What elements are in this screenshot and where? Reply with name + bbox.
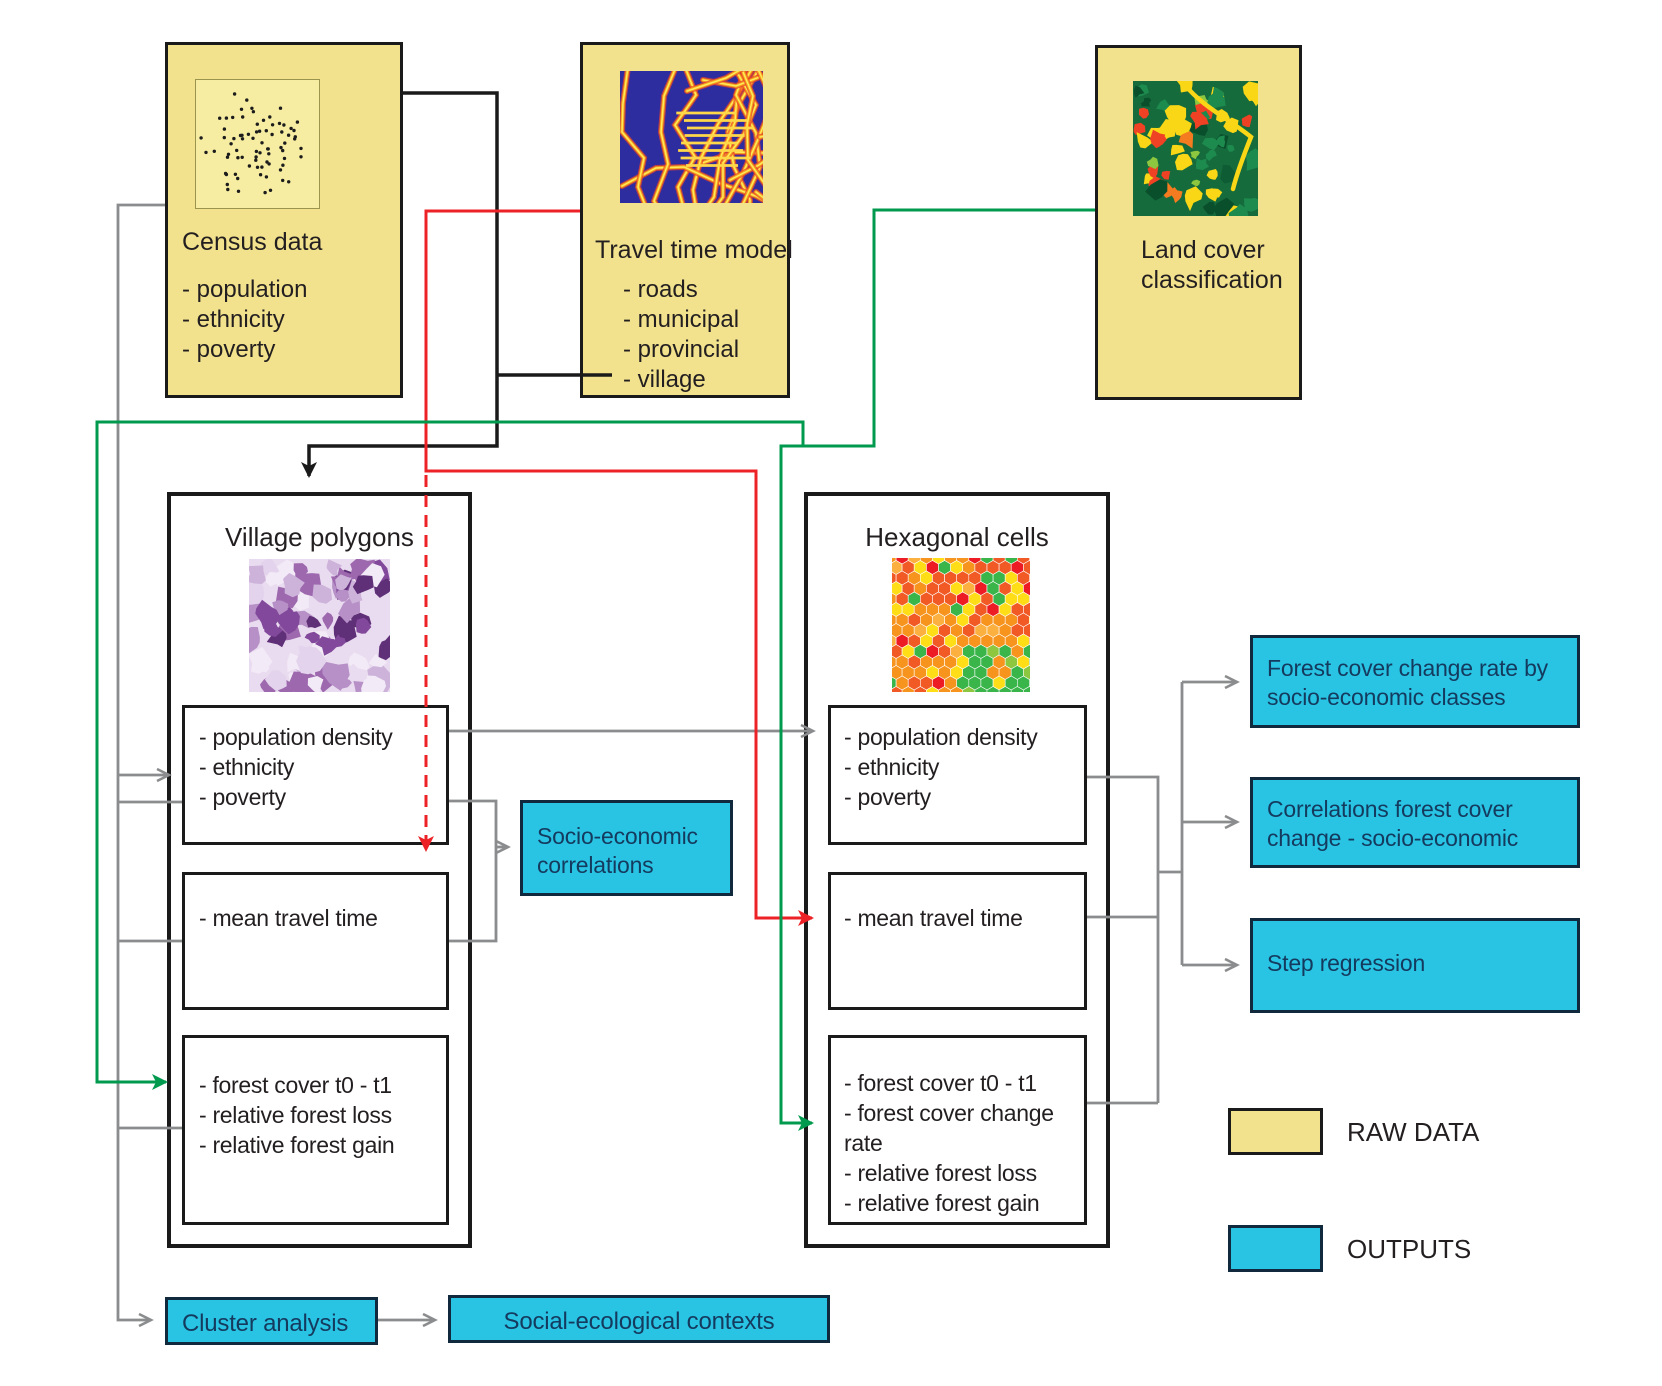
census-data-box: Census data - population - ethnicity - p…	[165, 42, 403, 398]
hex-forest-item: - forest cover change rate	[844, 1100, 1054, 1156]
census-dot-map-thumbnail	[195, 79, 320, 209]
correlations-forest-socio-output: Correlations forest cover change - socio…	[1250, 777, 1580, 868]
village-forest-items: - forest cover t0 - t1 - relative forest…	[185, 1038, 446, 1160]
step-regression-output: Step regression	[1250, 918, 1580, 1013]
arrow-census-to-cluster-spine	[116, 203, 165, 1328]
land-cover-map-thumbnail	[1133, 81, 1258, 216]
forest-change-by-class-label: Forest cover change rate by socio-econom…	[1267, 655, 1548, 710]
census-item: - ethnicity	[182, 306, 285, 333]
cluster-analysis-output: Cluster analysis	[165, 1297, 378, 1345]
legend-raw-data-label: RAW DATA	[1347, 1117, 1480, 1147]
hex-travel-time-box: - mean travel time	[828, 872, 1087, 1010]
legend-outputs-swatch	[1228, 1225, 1323, 1272]
census-title: Census data	[182, 228, 323, 256]
step-regression-label: Step regression	[1267, 950, 1426, 976]
legend-outputs-label: OUTPUTS	[1347, 1234, 1472, 1264]
travel-time-items: - roads - municipal - provincial - villa…	[623, 275, 739, 395]
hex-forest-box: - forest cover t0 - t1 - forest cover ch…	[828, 1035, 1087, 1225]
hex-forest-item: - forest cover t0 - t1	[844, 1070, 1037, 1096]
travel-item: - provincial	[623, 336, 740, 363]
village-socio-item: - poverty	[199, 784, 286, 810]
hex-socio-item: - population density	[844, 724, 1038, 750]
travel-item: - municipal	[623, 306, 740, 333]
village-socio-variables-box: - population density - ethnicity - pover…	[182, 705, 449, 845]
hex-socio-variables-box: - population density - ethnicity - pover…	[828, 705, 1087, 845]
forest-change-by-class-output: Forest cover change rate by socio-econom…	[1250, 635, 1580, 728]
hex-socio-items: - population density - ethnicity - pover…	[831, 708, 1084, 812]
legend-raw-data-swatch	[1228, 1108, 1323, 1155]
village-socio-items: - population density - ethnicity - pover…	[185, 708, 446, 812]
land-cover-title: Land cover classification	[1141, 236, 1283, 294]
correlations-forest-socio-label: Correlations forest cover change - socio…	[1267, 796, 1519, 851]
village-polygons-title: Village polygons	[225, 522, 414, 552]
social-ecological-contexts-label: Social-ecological contexts	[503, 1308, 775, 1335]
travel-item: - village	[623, 366, 706, 393]
hexagonal-cells-title: Hexagonal cells	[865, 522, 1049, 552]
hex-forest-items: - forest cover t0 - t1 - forest cover ch…	[831, 1038, 1084, 1218]
village-polygons-map-thumbnail	[249, 559, 390, 692]
hexagonal-cells-map-thumbnail	[892, 558, 1030, 692]
travel-time-heatmap-thumbnail	[620, 71, 763, 203]
hex-socio-item: - ethnicity	[844, 754, 940, 780]
hex-socio-item: - poverty	[844, 784, 931, 810]
land-cover-box: Land cover classification	[1095, 45, 1302, 400]
hex-travel-item: - mean travel time	[844, 905, 1023, 931]
social-ecological-contexts-output: Social-ecological contexts	[448, 1295, 830, 1343]
village-travel-item: - mean travel time	[199, 905, 378, 931]
hex-forest-item: - relative forest loss	[844, 1160, 1037, 1186]
village-forest-item: - relative forest loss	[199, 1102, 392, 1128]
travel-time-model-box: Travel time model - roads - municipal - …	[580, 42, 793, 398]
travel-item: - roads	[623, 276, 698, 303]
village-travel-time-box: - mean travel time	[182, 872, 449, 1010]
village-socio-item: - population density	[199, 724, 393, 750]
socio-economic-correlations-output: Socio-economic correlations	[520, 800, 733, 896]
village-socio-item: - ethnicity	[199, 754, 295, 780]
census-items: - population - ethnicity - poverty	[182, 275, 307, 365]
village-forest-box: - forest cover t0 - t1 - relative forest…	[182, 1035, 449, 1225]
travel-time-title: Travel time model	[595, 236, 793, 264]
socio-economic-correlations-label: Socio-economic correlations	[537, 823, 698, 878]
hex-forest-item: - relative forest gain	[844, 1190, 1040, 1216]
census-item: - poverty	[182, 336, 276, 363]
village-forest-item: - forest cover t0 - t1	[199, 1072, 392, 1098]
census-item: - population	[182, 276, 308, 303]
cluster-analysis-label: Cluster analysis	[182, 1310, 349, 1337]
village-forest-item: - relative forest gain	[199, 1132, 395, 1158]
